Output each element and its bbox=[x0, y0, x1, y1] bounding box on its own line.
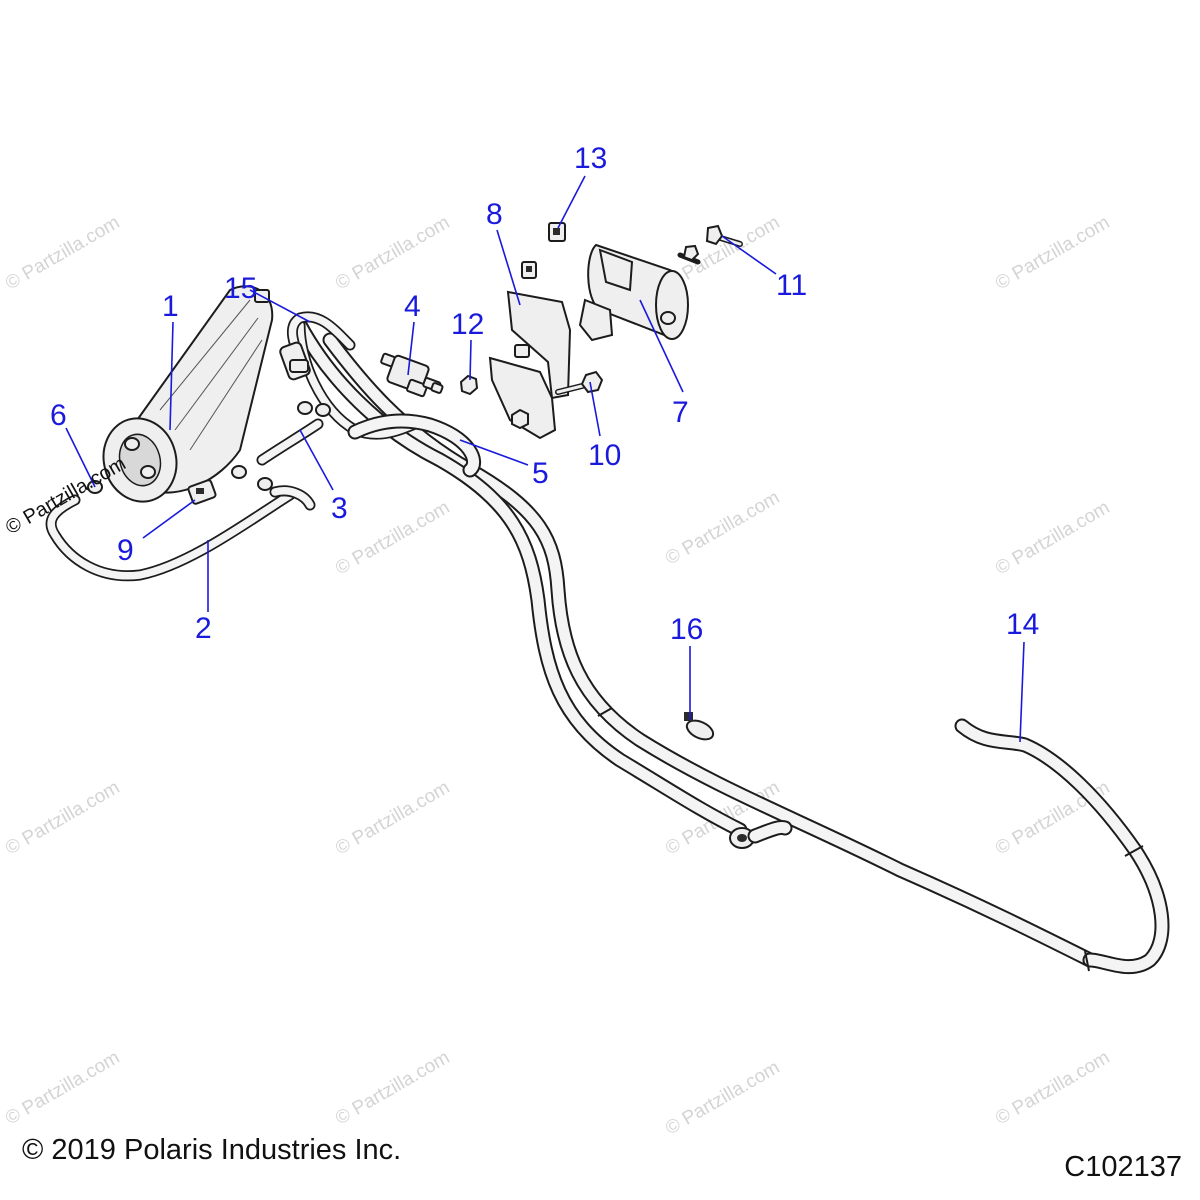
callout-1: 1 bbox=[162, 290, 179, 323]
part-16-clip bbox=[684, 712, 715, 741]
watermark: © Partzilla.com bbox=[332, 777, 453, 859]
watermark: © Partzilla.com bbox=[332, 497, 453, 579]
part-12-nut bbox=[459, 374, 479, 396]
leader-lines bbox=[65, 175, 1025, 743]
part-8-bracket bbox=[488, 261, 572, 440]
watermark: © Partzilla.com bbox=[992, 1047, 1113, 1129]
watermark: © Partzilla.com bbox=[662, 487, 783, 569]
main-lines bbox=[292, 317, 1098, 968]
callout-10: 10 bbox=[588, 439, 621, 472]
callout-11: 11 bbox=[776, 269, 807, 302]
watermark: © Partzilla.com bbox=[2, 212, 123, 294]
callout-9: 9 bbox=[117, 534, 134, 567]
junction-fitting bbox=[597, 707, 793, 849]
callout-2: 2 bbox=[195, 612, 212, 645]
callout-8: 8 bbox=[486, 198, 503, 231]
part-3-hose bbox=[256, 418, 324, 466]
part-1-canister bbox=[102, 285, 274, 503]
watermark: © Partzilla.com bbox=[2, 777, 123, 859]
callout-3: 3 bbox=[331, 492, 348, 525]
watermark: © Partzilla.com bbox=[662, 1057, 783, 1139]
part-4-valve bbox=[380, 352, 444, 398]
callout-16: 16 bbox=[670, 613, 703, 646]
callout-12: 12 bbox=[451, 308, 484, 341]
watermark: © Partzilla.com bbox=[2, 1047, 123, 1129]
watermark: © Partzilla.com bbox=[992, 497, 1113, 579]
part-10-bolt bbox=[555, 370, 604, 395]
callout-7: 7 bbox=[672, 396, 689, 429]
part-13-clip bbox=[548, 222, 566, 242]
callout-6: 6 bbox=[50, 399, 67, 432]
part-15-hose bbox=[279, 311, 356, 381]
watermark: © Partzilla.com bbox=[992, 212, 1113, 294]
callout-numbers: 1 2 3 4 5 6 7 8 9 10 11 12 13 14 15 16 bbox=[50, 142, 1039, 646]
callout-14: 14 bbox=[1006, 608, 1039, 641]
part-2-hose bbox=[45, 485, 316, 582]
copyright-text: © 2019 Polaris Industries Inc. bbox=[22, 1134, 402, 1166]
part-7-solenoid bbox=[578, 243, 689, 342]
watermark: © Partzilla.com bbox=[332, 1047, 453, 1129]
part-14-hose bbox=[954, 718, 1170, 975]
part-9-fitting bbox=[187, 479, 217, 505]
watermark: © Partzilla.com bbox=[332, 212, 453, 294]
drawing-code: C102137 bbox=[1064, 1151, 1182, 1183]
hose-clamps bbox=[231, 401, 331, 491]
callout-5: 5 bbox=[532, 457, 549, 490]
callout-13: 13 bbox=[574, 142, 607, 175]
callout-15: 15 bbox=[224, 272, 257, 305]
callout-4: 4 bbox=[404, 290, 421, 323]
